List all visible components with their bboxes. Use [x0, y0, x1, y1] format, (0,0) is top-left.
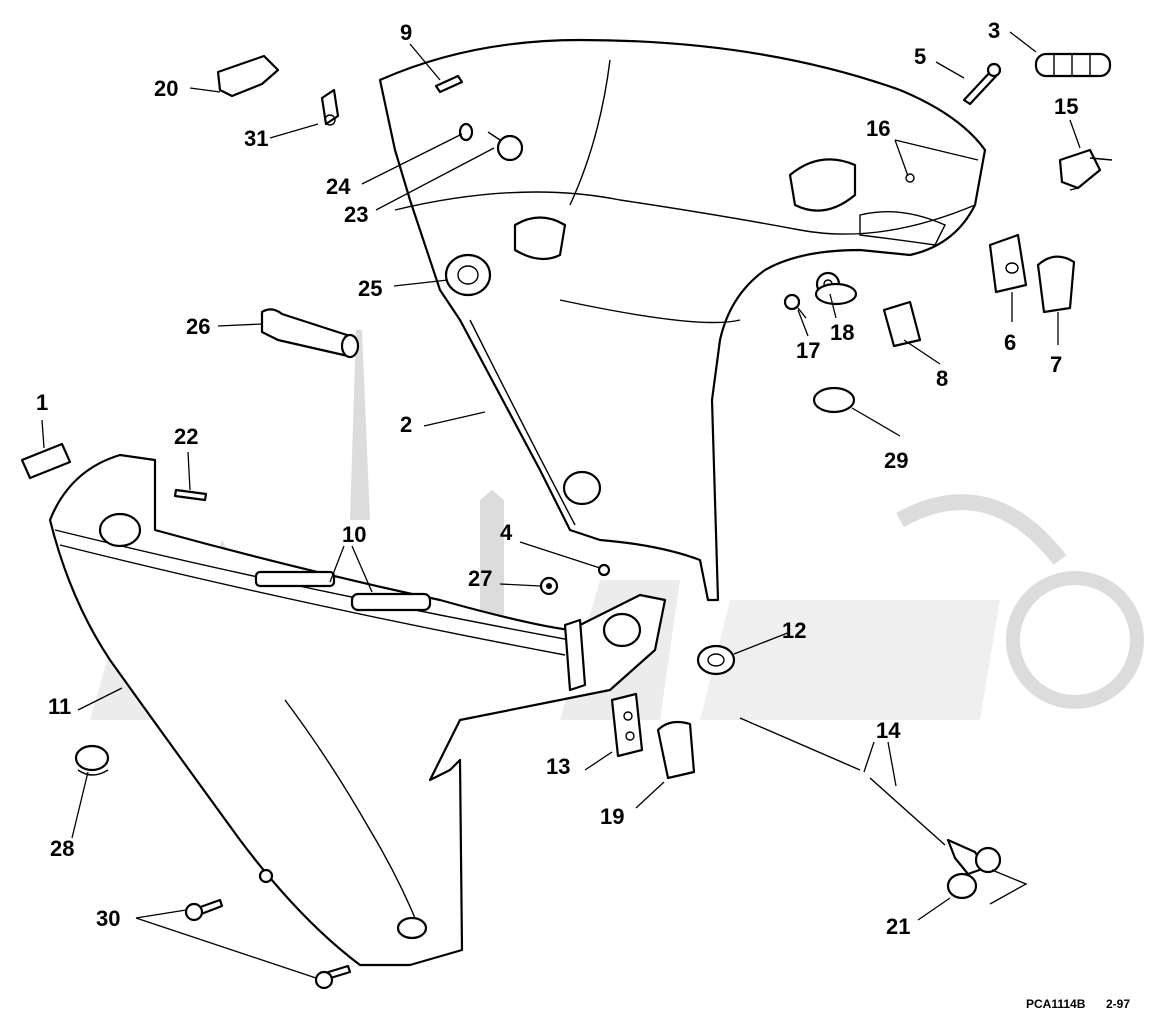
callout-labels: 1 2 3 4 5 6 7 8 9 10 11 12 13 14 15 16 1…: [36, 18, 1078, 939]
callout-31: 31: [244, 126, 268, 151]
part-5-screw: [962, 62, 1002, 106]
part-29-grommet: [812, 282, 858, 414]
callout-23: 23: [344, 202, 368, 227]
part-27-nut: [539, 576, 559, 596]
part-30-screws: [184, 898, 352, 990]
callout-2: 2: [400, 412, 412, 437]
callout-16: 16: [866, 116, 890, 141]
part-19-cap: [656, 720, 696, 780]
part-24-washer: [458, 122, 474, 142]
part-23-bolt: [487, 131, 524, 162]
callout-9: 9: [400, 20, 412, 45]
part-16-hole: [905, 173, 915, 183]
part-25-grommet: [457, 265, 479, 285]
part-3-grommets: [1034, 52, 1112, 78]
callout-1: 1: [36, 390, 48, 415]
callout-26: 26: [186, 314, 210, 339]
callout-29: 29: [884, 448, 908, 473]
part-14-cable: [739, 717, 1002, 876]
callout-21: 21: [886, 914, 910, 939]
part-13-clip: [610, 692, 644, 758]
callout-28: 28: [50, 836, 74, 861]
callout-4: 4: [500, 520, 513, 545]
drawing-code: PCA1114B: [1026, 997, 1086, 1011]
callout-17: 17: [796, 338, 820, 363]
part-31-bracket: [320, 88, 340, 126]
callout-20: 20: [154, 76, 178, 101]
part-6-bracket: [988, 233, 1028, 294]
callout-25: 25: [358, 276, 382, 301]
callout-7: 7: [1050, 352, 1062, 377]
callout-15: 15: [1054, 94, 1078, 119]
part-7-cap: [1036, 255, 1076, 314]
upper-shell-part-2: [378, 38, 987, 602]
callout-8: 8: [936, 366, 948, 391]
callout-19: 19: [600, 804, 624, 829]
callout-5: 5: [914, 44, 926, 69]
date-code: 2-97: [1106, 997, 1130, 1011]
callout-24: 24: [326, 174, 351, 199]
callout-11: 11: [48, 694, 71, 719]
callout-22: 22: [174, 424, 198, 449]
callout-6: 6: [1004, 330, 1016, 355]
part-22-screw: [173, 488, 208, 502]
part-9-screw: [434, 74, 464, 94]
callout-27: 27: [468, 566, 492, 591]
callout-10: 10: [342, 522, 366, 547]
callout-14: 14: [876, 718, 901, 743]
part-15-fitting: [1058, 148, 1113, 191]
part-17-bolt: [783, 293, 807, 319]
callout-13: 13: [546, 754, 570, 779]
part-28-grommet: [74, 744, 110, 776]
part-8-block: [882, 300, 922, 348]
callout-12: 12: [782, 618, 806, 643]
part-1-clip: [20, 442, 72, 480]
part-26-tube: [260, 308, 360, 359]
part-21-plug: [946, 872, 978, 900]
callout-3: 3: [988, 18, 1000, 43]
leader-lines: [41, 31, 1081, 979]
part-20-latch: [216, 54, 280, 98]
part-4-nut: [597, 563, 611, 577]
lower-shell-part-11: [48, 453, 667, 967]
callout-18: 18: [830, 320, 854, 345]
part-12-knob: [696, 644, 736, 676]
callout-30: 30: [96, 906, 120, 931]
part-10-strips: [254, 570, 432, 612]
